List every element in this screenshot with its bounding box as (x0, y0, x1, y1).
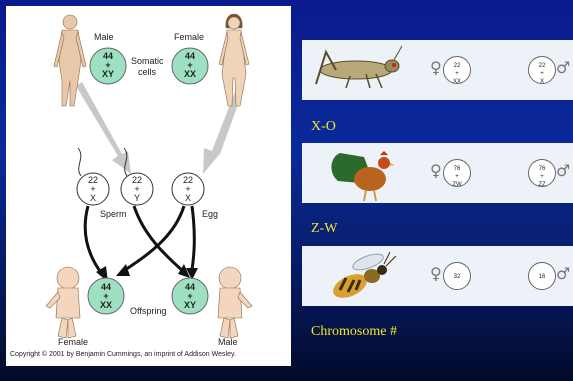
female-symbol-icon: ♀ (430, 161, 442, 180)
zw-system-strip: ♀ 76+ZW 76+ZZ ♂ (302, 143, 573, 203)
rooster-icon (320, 143, 420, 203)
female-symbol-icon: ♀ (430, 58, 442, 77)
male-chromosome-cell: 22+X (528, 56, 556, 84)
somatic-cells-label: Somatic cells (131, 56, 163, 78)
male-chromosome-cell: 76+ZZ (528, 159, 556, 187)
arrow-sperm-y-male (134, 206, 184, 272)
male-symbol-icon: ♂ (556, 264, 570, 283)
male-symbol-icon: ♂ (556, 58, 570, 77)
female-chromosome-cell: 32 (443, 262, 471, 290)
female-somatic-text: 44+XX (180, 52, 200, 79)
chromosome-number-label: Chromosome # (311, 324, 397, 340)
xo-label: X-O (311, 119, 336, 135)
zw-label: Z-W (311, 221, 337, 237)
male-symbol-icon: ♂ (556, 161, 570, 180)
male-somatic-text: 44+XY (98, 52, 118, 79)
offspring-female-text: 44+XX (96, 283, 116, 310)
male-label: Male (94, 32, 114, 42)
egg-label: Egg (202, 209, 218, 219)
sperm-x-text: 22+X (83, 176, 103, 203)
copyright-text: Copyright © 2001 by Benjamin Cummings, a… (10, 351, 236, 358)
female-chromosome-cell: 22+XX (443, 56, 471, 84)
sperm-y-text: 22+Y (127, 176, 147, 203)
female-figure (219, 14, 249, 106)
male-chromosome-cell: 16 (528, 262, 556, 290)
sperm-x-tail (78, 148, 81, 176)
offspring-label: Offspring (130, 306, 166, 316)
chromosome-number-strip: ♀ 32 16 ♂ (302, 246, 573, 306)
female-symbol-icon: ♀ (430, 264, 442, 283)
female-label: Female (174, 32, 204, 42)
egg-text: 22+X (178, 176, 198, 203)
offspring-male-text: 44+XY (180, 283, 200, 310)
xo-system-strip: ♀ 22+XX 22+X ♂ (302, 40, 573, 100)
offspring-male-label: Male (218, 337, 238, 347)
male-to-sperm-arrow (76, 82, 131, 174)
grasshopper-icon (306, 40, 406, 100)
arrow-egg-male (192, 206, 194, 270)
female-chromosome-cell: 76+ZW (443, 159, 471, 187)
sperm-label: Sperm (100, 209, 127, 219)
female-baby-figure (46, 267, 80, 338)
bee-icon (316, 246, 416, 306)
offspring-female-label: Female (58, 337, 88, 347)
karyotype-figure: Male Female Somatic cells 44+XY 44+XX 22… (6, 6, 291, 366)
male-baby-figure (218, 267, 252, 338)
